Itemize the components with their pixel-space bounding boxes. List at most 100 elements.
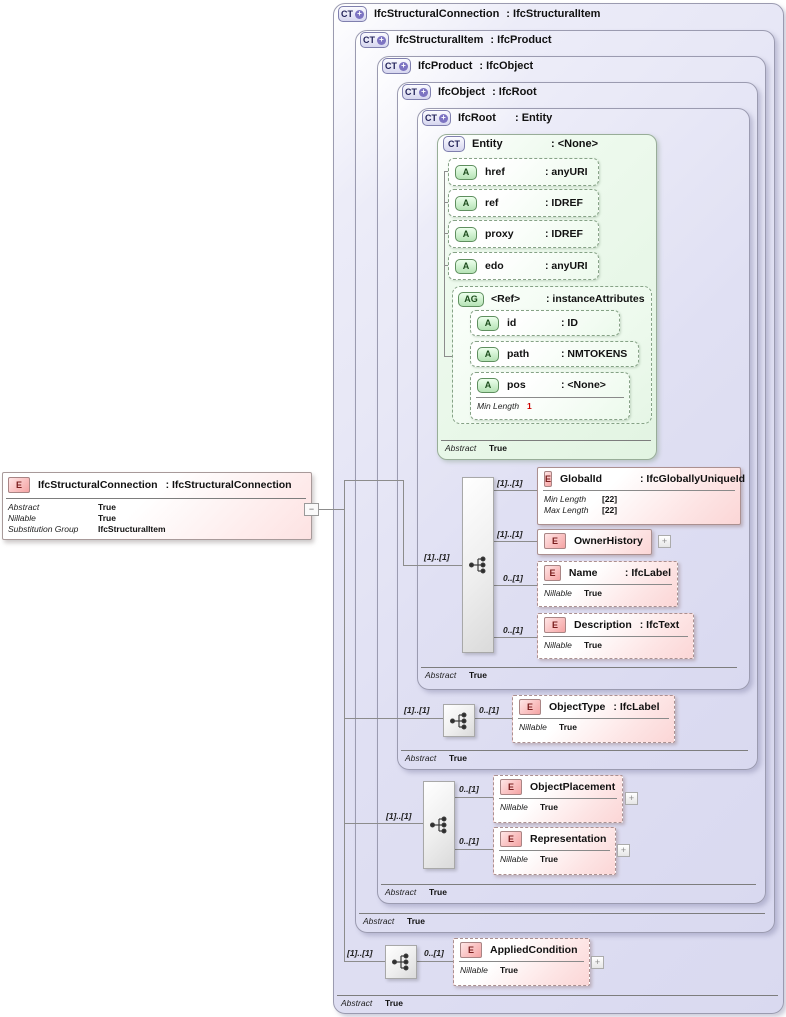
type-name: IfcStructuralConnection [374,7,500,20]
cardinality-label: [1]..[1] [386,811,412,821]
attribute-icon: A [455,195,477,211]
root-element-header[interactable]: E IfcStructuralConnection : IfcStructura… [8,477,292,493]
base-type: : <None> [551,137,599,150]
connector-line [453,849,493,850]
facet-label: Nillable [460,965,488,975]
type-name: IfcProduct [418,59,473,72]
attribute-name: id [507,317,517,329]
facet-value: True [584,588,602,598]
element-type: : IfcStructuralConnection [165,478,292,491]
connector-line [492,490,537,491]
complextype-icon: CT+ [382,58,411,74]
connector-line [453,797,493,798]
type-name: Entity [472,137,503,150]
connector-line [344,961,385,962]
sequence-compositor-ifcobject [443,704,475,737]
element-icon: E [544,533,566,549]
sequence-icon [430,816,447,834]
complextype-header-ifcroot[interactable]: CT+ IfcRoot : Entity [422,110,552,126]
cardinality-label: [1]..[1] [497,529,523,539]
attribute-name: path [507,348,530,360]
element-type: : IfcText [639,619,680,631]
expand-icon[interactable]: + [625,792,638,805]
collapse-icon[interactable]: − [304,503,319,516]
complextype-header-ifcobject[interactable]: CT+ IfcObject : IfcRoot [402,84,537,100]
element-name: IfcStructuralConnection [38,478,158,491]
base-type: : IfcObject [479,59,534,72]
complextype-icon: CT+ [360,32,389,48]
facet-value: 1 [527,401,532,411]
complextype-header-entity[interactable]: CT Entity : <None> [443,136,598,152]
facet-label: Nillable [544,640,572,650]
attributegroup-header[interactable]: AG <Ref> : instanceAttributes [458,291,645,307]
attributegroup-icon: AG [458,291,484,307]
element-node-ifcstructuralconnection[interactable] [2,472,312,540]
complextype-header-ifcstructuralitem[interactable]: CT+ IfcStructuralItem : IfcProduct [360,32,552,48]
attribute-icon: A [477,346,499,362]
base-type: : IfcStructuralItem [506,7,601,20]
sequence-compositor-connection [385,945,417,979]
cardinality-label: 0..[1] [424,948,444,958]
divider [359,913,765,914]
complextype-header-ifcstructuralconnection[interactable]: CT+ IfcStructuralConnection : IfcStructu… [338,6,600,22]
attribute-icon: A [455,258,477,274]
attribute-type: : ID [561,317,578,329]
base-type: : Entity [515,111,553,124]
complextype-icon: CT+ [422,110,451,126]
connector-line [344,480,345,962]
divider [421,667,737,668]
element-name: GlobalId [560,473,603,485]
facet-value: True [540,802,558,812]
connector-line [444,171,448,172]
facet-label: Min Length [477,401,520,411]
attribute-name: proxy [485,228,514,240]
cardinality-label: [1]..[1] [424,552,450,562]
connector-line [444,171,445,356]
attribute-icon: A [455,164,477,180]
complextype-icon: CT+ [402,84,431,100]
attribute-type: : <None> [561,379,606,391]
facet-value: True [559,722,577,732]
cardinality-label: 0..[1] [503,625,523,635]
element-icon: E [544,565,561,581]
element-icon: E [460,942,482,958]
connector-line [415,961,453,962]
facet-label: Nillable [519,722,547,732]
attribute-type: : IDREF [545,228,583,240]
attribute-name: edo [485,260,504,272]
element-name: Description [574,619,632,631]
expand-icon[interactable]: + [658,535,671,548]
base-type: : IfcRoot [492,85,537,98]
base-type: : IfcProduct [490,33,552,46]
element-name: ObjectPlacement [530,781,616,793]
cardinality-label: 0..[1] [503,573,523,583]
divider [381,884,756,885]
complextype-icon: CT+ [338,6,367,22]
expand-icon[interactable]: + [591,956,604,969]
divider [6,498,306,499]
complextype-header-ifcproduct[interactable]: CT+ IfcProduct : IfcObject [382,58,533,74]
connector-line [492,585,537,586]
attribute-icon: A [477,315,499,331]
expand-icon[interactable]: + [617,844,630,857]
facet-value: True [584,640,602,650]
